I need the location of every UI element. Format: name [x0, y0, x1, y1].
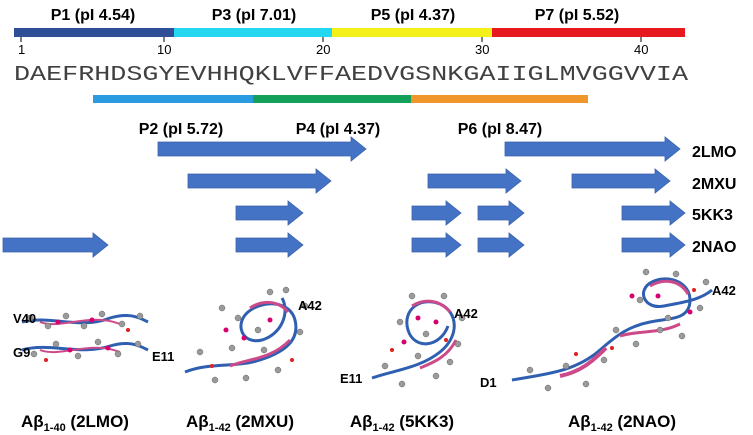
caption-2nao-suffix: (2NAO) — [613, 412, 676, 431]
strand-arrow-2nao-1 — [2, 232, 109, 258]
p2-label: P2 (pI 5.72) — [139, 121, 223, 138]
pdb-labels: 2LMO 2MXU 5KK3 2NAO — [692, 144, 736, 256]
residue-ruler: 1 10 20 30 40 — [18, 37, 648, 57]
pdb-label-2mxu: 2MXU — [692, 176, 736, 193]
strand-arrow-2nao-3 — [411, 232, 462, 258]
p5-bar — [332, 28, 492, 37]
model-5kk3-image: A42 E11 — [340, 292, 478, 388]
beta-strand-arrows — [2, 136, 686, 258]
p2-bar — [93, 95, 253, 103]
strand-arrow-2mxu-1 — [187, 168, 332, 194]
caption-2mxu-prefix: Aβ — [186, 412, 209, 431]
model-2lmo-image: V40 G9 — [13, 310, 149, 362]
strand-arrow-5kk3-4 — [621, 200, 686, 226]
model-5kk3-label-e11: E11 — [340, 371, 362, 386]
p3-bar — [174, 28, 332, 37]
top-peptide-bar: P1 (pI 4.54) P3 (pI 7.01) P5 (pI 4.37) P… — [14, 7, 685, 37]
model-2mxu-image: A42 E11 — [152, 286, 322, 384]
p4-label: P4 (pI 4.37) — [296, 121, 380, 138]
caption-5kk3: Aβ1-42 (5KK3) — [350, 412, 454, 434]
model-2nao-label-d1: D1 — [480, 375, 497, 390]
strand-arrow-2mxu-2 — [427, 168, 522, 194]
strand-arrow-5kk3-2 — [411, 200, 462, 226]
caption-2lmo: Aβ1-40 (2LMO) — [21, 412, 129, 434]
p7-bar — [492, 28, 685, 37]
strand-arrow-5kk3-1 — [235, 200, 304, 226]
caption-2nao-sub: 1-42 — [591, 422, 613, 434]
caption-2lmo-sub: 1-40 — [44, 422, 66, 434]
sequence-text: DAEFRHDSGYEVHHQKLVFFAEDVGSNKGAIIGLMVGGVV… — [14, 64, 688, 87]
p6-bar — [411, 95, 588, 103]
model-2mxu-label-e11: E11 — [152, 349, 174, 364]
strand-arrow-2lmo-2 — [504, 136, 681, 162]
model-2mxu-label-a42: A42 — [298, 298, 322, 313]
strand-arrow-2lmo-1 — [157, 136, 367, 162]
model-2nao-image: A42 D1 — [480, 268, 736, 392]
caption-5kk3-sub: 1-42 — [373, 422, 395, 434]
p1-bar — [14, 28, 174, 37]
strand-arrow-5kk3-3 — [477, 200, 525, 226]
p3-label: P3 (pI 7.01) — [212, 7, 296, 24]
pdb-label-2nao: 2NAO — [692, 239, 736, 256]
p4-bar — [253, 95, 411, 103]
p7-label: P7 (pI 5.52) — [535, 7, 619, 24]
p5-label: P5 (pI 4.37) — [371, 7, 455, 24]
caption-2lmo-prefix: Aβ — [21, 412, 44, 431]
caption-5kk3-prefix: Aβ — [350, 412, 373, 431]
model-2lmo-label-v40: V40 — [13, 311, 36, 326]
strand-arrow-2mxu-3 — [571, 168, 671, 194]
caption-2mxu-suffix: (2MXU) — [231, 412, 294, 431]
model-2nao-label-a42: A42 — [712, 283, 736, 298]
model-2lmo-label-g9: G9 — [13, 345, 30, 360]
bottom-peptide-bar: P2 (pI 5.72) P4 (pI 4.37) P6 (pI 8.47) — [93, 95, 588, 138]
strand-arrow-2nao-2 — [235, 232, 304, 258]
ruler-label-20: 20 — [316, 42, 330, 57]
pdb-label-2lmo: 2LMO — [692, 144, 736, 161]
caption-5kk3-suffix: (5KK3) — [395, 412, 455, 431]
ruler-label-40: 40 — [634, 42, 648, 57]
caption-2mxu-sub: 1-42 — [209, 422, 231, 434]
model-captions: Aβ1-40 (2LMO) Aβ1-42 (2MXU) Aβ1-42 (5KK3… — [21, 412, 676, 434]
ruler-label-1: 1 — [18, 42, 25, 57]
caption-2nao: Aβ1-42 (2NAO) — [568, 412, 676, 434]
strand-arrow-2nao-5 — [621, 232, 686, 258]
p1-label: P1 (pI 4.54) — [51, 7, 135, 24]
pdb-label-5kk3: 5KK3 — [692, 207, 733, 224]
caption-2nao-prefix: Aβ — [568, 412, 591, 431]
ruler-label-10: 10 — [157, 42, 171, 57]
caption-2mxu: Aβ1-42 (2MXU) — [186, 412, 294, 434]
strand-arrow-2nao-4 — [477, 232, 525, 258]
model-5kk3-label-a42: A42 — [454, 306, 478, 321]
p6-label: P6 (pI 8.47) — [458, 121, 542, 138]
ruler-label-30: 30 — [475, 42, 489, 57]
caption-2lmo-suffix: (2LMO) — [66, 412, 129, 431]
